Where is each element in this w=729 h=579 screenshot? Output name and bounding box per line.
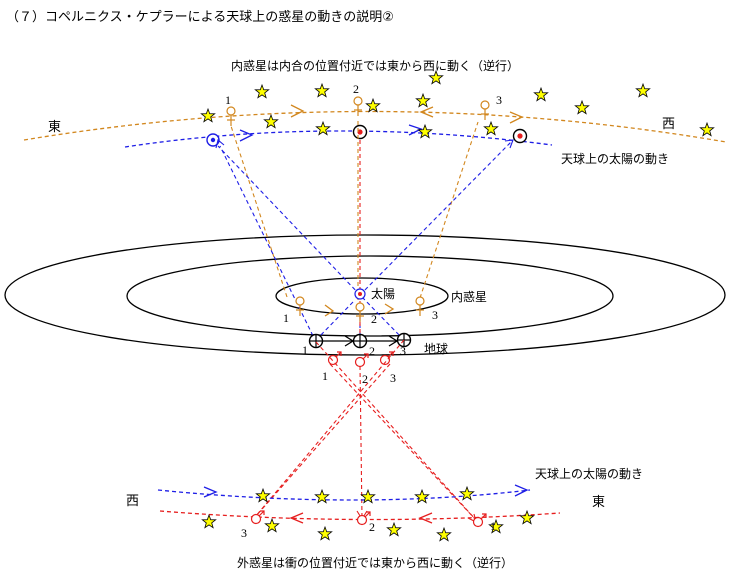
inner-label-2: 2 (371, 312, 377, 326)
outer-planet-orbit (4, 234, 726, 356)
top-stars (200, 70, 715, 139)
inner-label-3: 3 (432, 308, 438, 322)
earth-position-2 (352, 333, 368, 349)
sun-label: 太陽 (371, 286, 395, 301)
bottom-caption: 外惑星は衝の位置付近では東から西に動く（逆行） (237, 555, 513, 570)
top-orange-celestial-path (23, 110, 727, 143)
bottom-label-1: 1 (490, 519, 496, 533)
page-title: （７）コペルニクス・ケプラーによる天球上の惑星の動きの説明② (6, 10, 394, 25)
top-orange-arrows (290, 104, 524, 124)
bottom-west-label: 西 (126, 494, 139, 509)
earth-position-1 (308, 333, 324, 349)
inner-planet-label: 内惑星 (451, 290, 487, 304)
bottom-east-label: 東 (592, 494, 605, 510)
top-sun-motion-label: 天球上の太陽の動き (561, 151, 669, 166)
top-caption: 内惑星は内合の位置付近では東から西に動く（逆行） (231, 58, 519, 73)
top-west-label: 西 (662, 117, 675, 132)
blue-sight-arrowheads (215, 139, 514, 149)
bottom-sun-motion-label: 天球上の太陽の動き (535, 466, 643, 481)
bottom-outer-planet-3 (472, 513, 487, 528)
outer-label-3: 3 (390, 371, 396, 385)
earth-label: 地球 (424, 342, 448, 356)
top-blue-arrows (239, 124, 423, 142)
top-sun-position-2 (352, 124, 368, 140)
red-sight-lines (254, 339, 477, 521)
bottom-blue-arrows (203, 484, 529, 498)
inner-planet-position-3 (415, 296, 425, 317)
bottom-red-celestial-path (159, 510, 561, 521)
outer-label-1: 1 (322, 369, 328, 383)
bottom-red-arrows (289, 512, 433, 524)
blue-sight-lines (217, 141, 512, 343)
earth-orbit (126, 255, 614, 337)
earth-label-2: 2 (369, 344, 375, 358)
bottom-outer-planet-1 (250, 510, 265, 525)
inner-orbit-arrows (324, 303, 395, 317)
top-label-3: 3 (496, 93, 502, 107)
inner-label-1: 1 (283, 311, 289, 325)
outer-planet-position-2 (354, 353, 369, 368)
top-sun-position-3 (512, 128, 528, 144)
top-east-label: 東 (48, 119, 61, 135)
inner-planet-position-2 (355, 302, 365, 323)
bottom-label-2: 2 (369, 520, 375, 534)
earth-label-1: 1 (302, 343, 308, 357)
top-blue-sun-path (124, 130, 553, 148)
top-label-1: 1 (225, 93, 231, 107)
outer-planet-position-3 (379, 351, 394, 366)
earth-label-3: 3 (400, 344, 406, 358)
inner-planet-position-1 (295, 296, 305, 317)
outer-label-2: 2 (362, 372, 368, 386)
bottom-label-3: 3 (241, 526, 247, 540)
sun-symbol (354, 288, 366, 300)
orange-sight-lines (230, 118, 479, 300)
top-label-2: 2 (353, 82, 359, 96)
inner-planet-orbit (275, 277, 449, 315)
